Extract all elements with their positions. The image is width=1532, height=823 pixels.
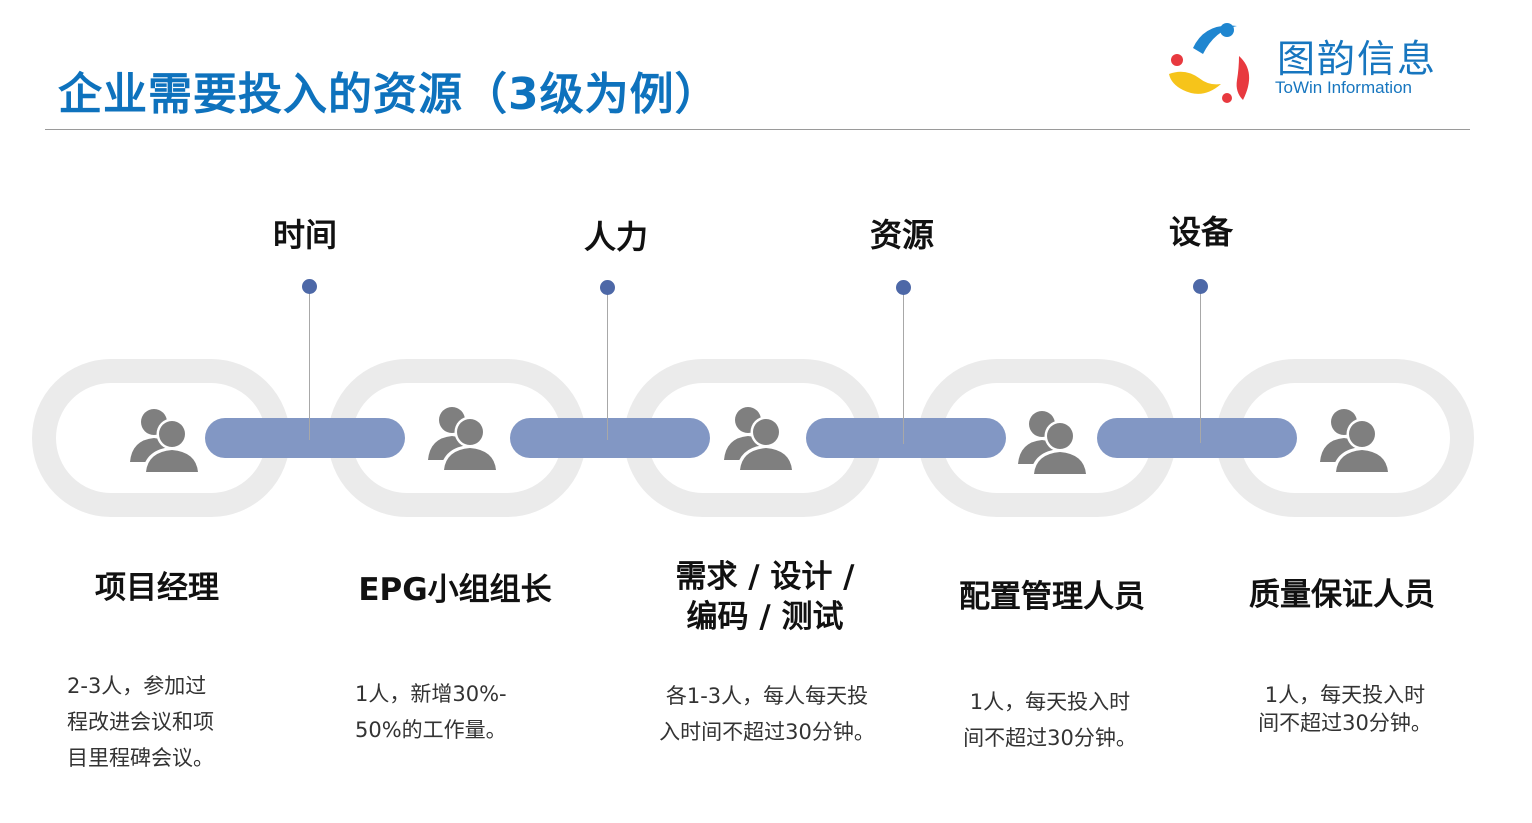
resource-label-time: 时间 (272, 216, 338, 254)
chain-link (1097, 418, 1297, 458)
role-desc-dev-team: 各1-3人，每人每天投 入时间不超过30分钟。 (659, 684, 875, 744)
page-title: 企业需要投入的资源（3级为例） (58, 69, 720, 120)
pin-dot (302, 279, 317, 294)
role-desc-epg-leader: 1人，新增30%- 50%的工作量。 (355, 682, 507, 742)
pin-line (607, 294, 608, 440)
role-title-qa: 质量保证人员 (1249, 577, 1435, 613)
resource-label-manpower: 人力 (583, 218, 649, 256)
pin-line (1200, 293, 1201, 443)
towin-logo-icon (1169, 23, 1250, 103)
resource-label-resource: 资源 (869, 216, 935, 254)
chain-link (205, 418, 405, 458)
role-title-dev-team: 需求 / 设计 / 编码 / 测试 (675, 559, 855, 635)
logo-text-cn: 图韵信息 (1277, 37, 1438, 81)
company-logo: 图韵信息 ToWin Information (1165, 20, 1455, 110)
two-people-icon (724, 407, 794, 470)
chain-link (806, 418, 1006, 458)
pin-dot (1193, 279, 1208, 294)
role-title-config-manager: 配置管理人员 (959, 579, 1145, 615)
role-desc-project-manager: 2-3人，参加过 程改进会议和项 目里程碑会议。 (67, 674, 214, 770)
two-people-icon (428, 407, 498, 470)
chain-link (510, 418, 710, 458)
two-people-icon (1018, 411, 1088, 474)
pin-dot (896, 280, 911, 295)
role-desc-config-manager: 1人，每天投入时 间不超过30分钟。 (963, 690, 1137, 750)
resource-label-equipment: 设备 (1168, 213, 1234, 251)
role-title-epg-leader: EPG小组组长 (358, 572, 552, 608)
header-divider (45, 129, 1470, 130)
role-title-project-manager: 项目经理 (95, 570, 219, 606)
two-people-icon (130, 409, 200, 472)
pin-dot (600, 280, 615, 295)
logo-text-en: ToWin Information (1275, 78, 1412, 97)
two-people-icon (1320, 409, 1390, 472)
pin-line (903, 294, 904, 444)
role-desc-qa: 1人，每天投入时 间不超过30分钟。 (1258, 683, 1432, 735)
pin-line (309, 293, 310, 440)
